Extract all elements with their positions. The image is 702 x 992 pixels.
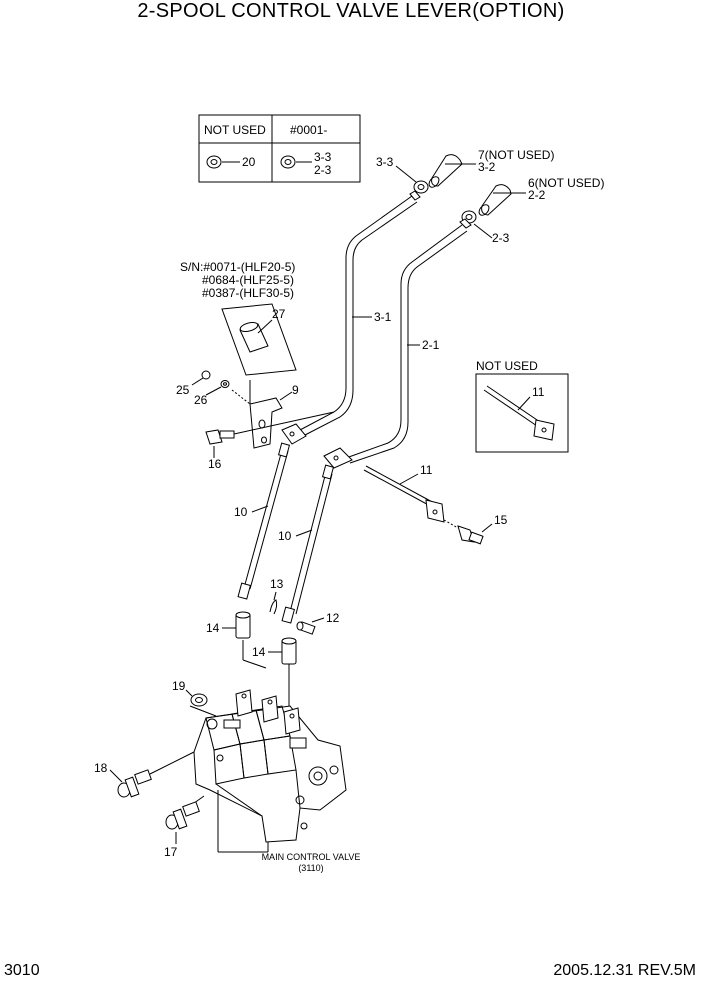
main-valve-label: MAIN CONTROL VALVE (262, 852, 361, 862)
callout-26: 26 (194, 393, 208, 407)
callout-2-2: 2-2 (528, 188, 546, 202)
callout-11: 11 (420, 463, 433, 477)
callout-18: 18 (94, 761, 108, 775)
knob-7 (428, 154, 463, 188)
nut-icon-20 (206, 155, 222, 169)
callout-16: 16 (208, 457, 222, 471)
bracket-9 (249, 397, 283, 449)
washer-26 (220, 380, 230, 388)
nut-icon-3-3 (280, 155, 296, 169)
main-control-valve (193, 689, 347, 843)
link-10-right (281, 464, 335, 624)
callout-3-1: 3-1 (374, 310, 392, 324)
callout-12: 12 (326, 611, 340, 625)
serial-note-line-3: #0387-(HLF30-5) (202, 286, 294, 300)
knob-6 (478, 184, 512, 216)
serial-note-line-2: #0684-(HLF25-5) (202, 273, 294, 287)
callout-27: 27 (272, 307, 286, 321)
callout-15: 15 (494, 513, 508, 527)
bushing-27-box (221, 303, 297, 376)
main-valve-ref: (3110) (298, 863, 323, 873)
boot-14-left (235, 611, 251, 639)
usage-table (198, 114, 361, 183)
link-10-left (237, 442, 291, 600)
callout-3-2: 3-2 (478, 160, 496, 174)
callout-7: 7(NOT USED) (478, 148, 554, 162)
table-cell-3-3: 3-3 (314, 150, 332, 164)
bolt-16 (205, 429, 235, 458)
bolt-17 (165, 801, 200, 830)
bolt-15 (457, 525, 484, 545)
callout-10-right: 10 (278, 529, 292, 543)
nut-3-3 (413, 180, 429, 194)
callout-9: 9 (292, 383, 299, 397)
callout-17: 17 (164, 845, 178, 859)
callout-13: 13 (270, 577, 284, 591)
callout-3-3: 3-3 (376, 155, 394, 169)
callout-6: 6(NOT USED) (528, 176, 604, 190)
table-header-serial: #0001- (290, 123, 327, 137)
pin-12 (296, 621, 316, 635)
nut-19 (190, 693, 208, 707)
lever-3-1 (281, 190, 421, 445)
table-cell-2-3: 2-3 (314, 163, 332, 177)
revision-date: 2005.12.31 REV.5M (553, 962, 696, 979)
callout-10-left: 10 (234, 505, 248, 519)
serial-note-line-1: S/N:#0071-(HLF20-5) (180, 260, 295, 274)
callout-2-3: 2-3 (492, 231, 510, 245)
not-used-box (475, 373, 569, 453)
lever-2-1 (323, 218, 472, 469)
page-title: 2-SPOOL CONTROL VALVE LEVER(OPTION) (137, 0, 565, 22)
table-header-not-used: NOT USED (204, 123, 266, 137)
callout-14-left: 14 (206, 621, 220, 635)
not-used-box-label: NOT USED (476, 359, 538, 373)
rod-11 (363, 465, 445, 523)
callout-25: 25 (176, 383, 190, 397)
table-cell-20: 20 (242, 155, 256, 169)
bolt-18 (117, 769, 152, 798)
boot-14-right (281, 637, 297, 665)
callout-11-box: 11 (532, 385, 545, 399)
page-number: 3010 (4, 962, 40, 979)
callout-2-1: 2-1 (422, 338, 440, 352)
callout-19: 19 (172, 679, 186, 693)
callout-14-right: 14 (252, 645, 266, 659)
nut-25 (201, 370, 211, 380)
cotter-pin-13 (269, 599, 278, 615)
